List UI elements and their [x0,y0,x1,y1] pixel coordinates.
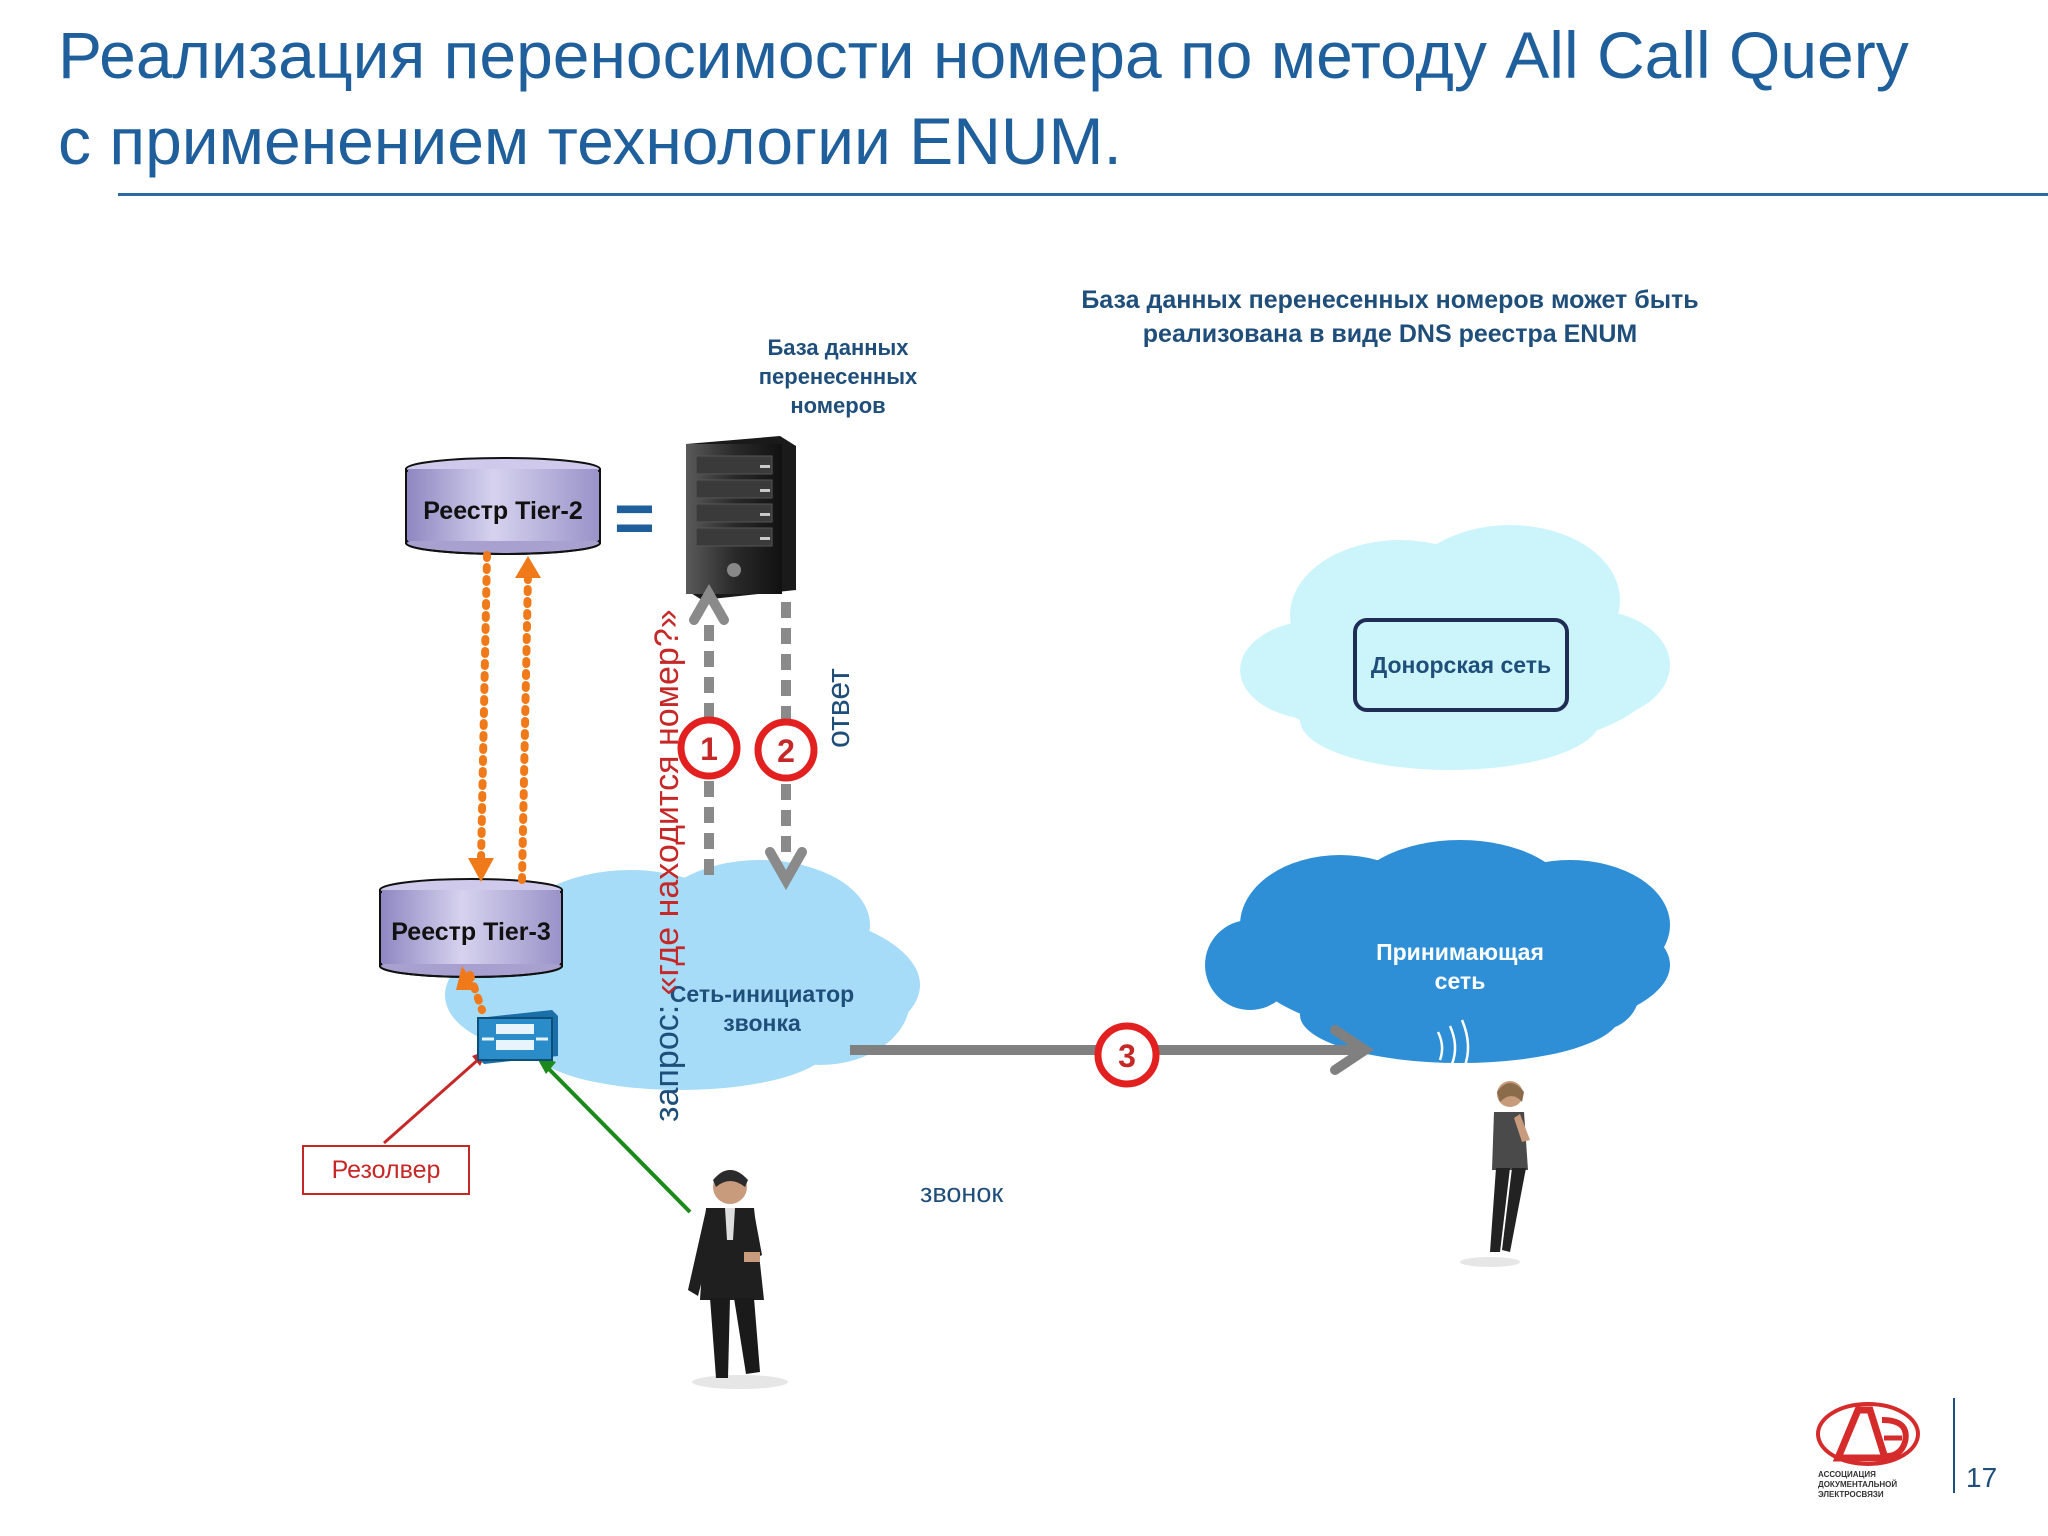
page-number-divider [1953,1398,1955,1493]
logo-icon [1816,1402,1920,1466]
answer-label: ответ [820,668,856,748]
equals-sign: = [614,479,655,557]
tier-arrowheads [456,556,541,990]
resolver-box: Резолвер [302,1145,470,1195]
initiator-cloud [445,860,920,1090]
step-3-number: 3 [1118,1038,1136,1074]
initiator-network-label: Сеть-инициатор звонка [669,981,855,1036]
tier-link-arrows [466,551,532,1014]
call-label: звонок [920,1178,1004,1208]
query-text: «где находится номер?» [648,609,686,996]
resolver-pointer [383,1050,488,1145]
caller-person-icon [688,1170,788,1389]
logo-caption: АССОЦИАЦИЯ ДОКУМЕНТАЛЬНОЙ ЭЛЕКТРОСВЯЗИ [1818,1470,1898,1499]
router-icon [477,1010,558,1064]
tier3-label: Реестр Tier-3 [391,918,551,946]
server-icon [686,436,796,600]
step-3-badge: 3 [1094,1022,1160,1088]
step-2-number: 2 [777,733,795,769]
note-text: База данных перенесенных номеров может б… [1081,286,1699,348]
db-caption: База данных перенесенных номеров [758,335,918,418]
receiving-network-label: Принимающая сеть [1376,939,1544,994]
receiving-cloud [1205,840,1670,1063]
query-arrowhead [689,583,729,625]
page-number: 17 [1966,1462,1998,1493]
receiver-person-icon [1460,1081,1530,1267]
step-1-number: 1 [700,731,718,767]
step-2-badge: 2 [754,718,818,782]
answer-arrowhead [765,847,807,891]
step-1-badge: 1 [677,716,741,780]
title-divider [118,193,2048,196]
tier2-label: Реестр Tier-2 [423,497,583,525]
donor-network-box: Донорская сеть [1353,618,1569,712]
query-prefix: запрос: [648,995,686,1122]
wireless-icon [1436,1019,1470,1069]
tier2-database-icon [405,457,601,555]
slide-title: Реализация переносимости номера по метод… [58,18,1909,178]
query-label: запрос: «где находится номер?» [648,609,687,1122]
